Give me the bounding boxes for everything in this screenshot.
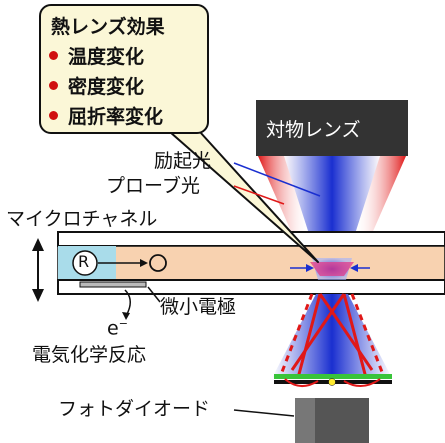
height-arrowhead-down xyxy=(32,289,44,302)
electrochemical-reaction-label: 電気化学反応 xyxy=(32,344,147,366)
electron-charge: − xyxy=(118,317,128,330)
effect-item: 屈折率変化 xyxy=(49,102,163,129)
microchannel-top-plate xyxy=(57,231,445,247)
bullet-icon xyxy=(49,111,58,120)
focus-arrowhead-right xyxy=(350,264,358,272)
microelectrode-label: 微小電極 xyxy=(160,296,237,318)
electrode-leader xyxy=(147,286,161,303)
microelectrode xyxy=(79,281,147,288)
height-arrowhead-up xyxy=(32,238,44,251)
thermal-lens-region xyxy=(310,262,354,276)
photodiode-label: フォトダイオード xyxy=(58,398,211,420)
microchannel-bottom-plate xyxy=(57,279,445,295)
excitation-light-label: 励起光 xyxy=(154,150,212,172)
electron-symbol: e xyxy=(107,317,119,340)
photodiode-leader xyxy=(233,409,295,417)
probe-light-label: プローブ光 xyxy=(106,175,200,197)
conversion-arrowhead xyxy=(140,259,148,267)
pinhole-spot xyxy=(328,378,336,386)
electron-arrowhead xyxy=(122,312,130,320)
excitation-beam-lower xyxy=(272,294,392,378)
filter xyxy=(274,374,392,379)
effect-label: 屈折率変化 xyxy=(68,106,164,128)
excitation-beam-upper xyxy=(284,156,380,262)
photodiode-highlight xyxy=(295,398,315,443)
effect-item: 温度変化 xyxy=(49,42,144,69)
objective-lens xyxy=(256,100,408,156)
probe-ray-dashed-right xyxy=(350,293,384,373)
probe-ray-cross-a xyxy=(318,293,374,371)
callout-title: 熱レンズ効果 xyxy=(51,16,165,38)
excitation-leader xyxy=(233,162,321,197)
effect-label: 密度変化 xyxy=(68,76,145,98)
reactant-circle xyxy=(72,250,98,276)
effect-item: 密度変化 xyxy=(49,72,144,99)
probe-ray-dashed-left xyxy=(280,293,314,373)
probe-spot-arcs xyxy=(284,378,381,387)
microchannel-label: マイクロチャネル xyxy=(6,208,158,230)
bullet-icon xyxy=(49,81,58,90)
thermal-lens-callout: 熱レンズ効果 温度変化 密度変化 屈折率変化 xyxy=(39,4,209,134)
electron-label: e− xyxy=(107,318,128,338)
probe-ray-right xyxy=(342,293,368,379)
probe-leader xyxy=(233,185,285,205)
microchannel-fluid xyxy=(57,245,445,281)
bullet-icon xyxy=(49,51,58,60)
effect-label: 温度変化 xyxy=(68,46,145,68)
focus-arrowhead-left xyxy=(306,264,314,272)
probe-ray-cross-b xyxy=(290,293,346,371)
objective-lens-label: 対物レンズ xyxy=(266,119,361,141)
product-circle xyxy=(149,254,167,272)
probe-ray-left xyxy=(296,293,322,379)
reactant-label: R xyxy=(78,252,90,271)
